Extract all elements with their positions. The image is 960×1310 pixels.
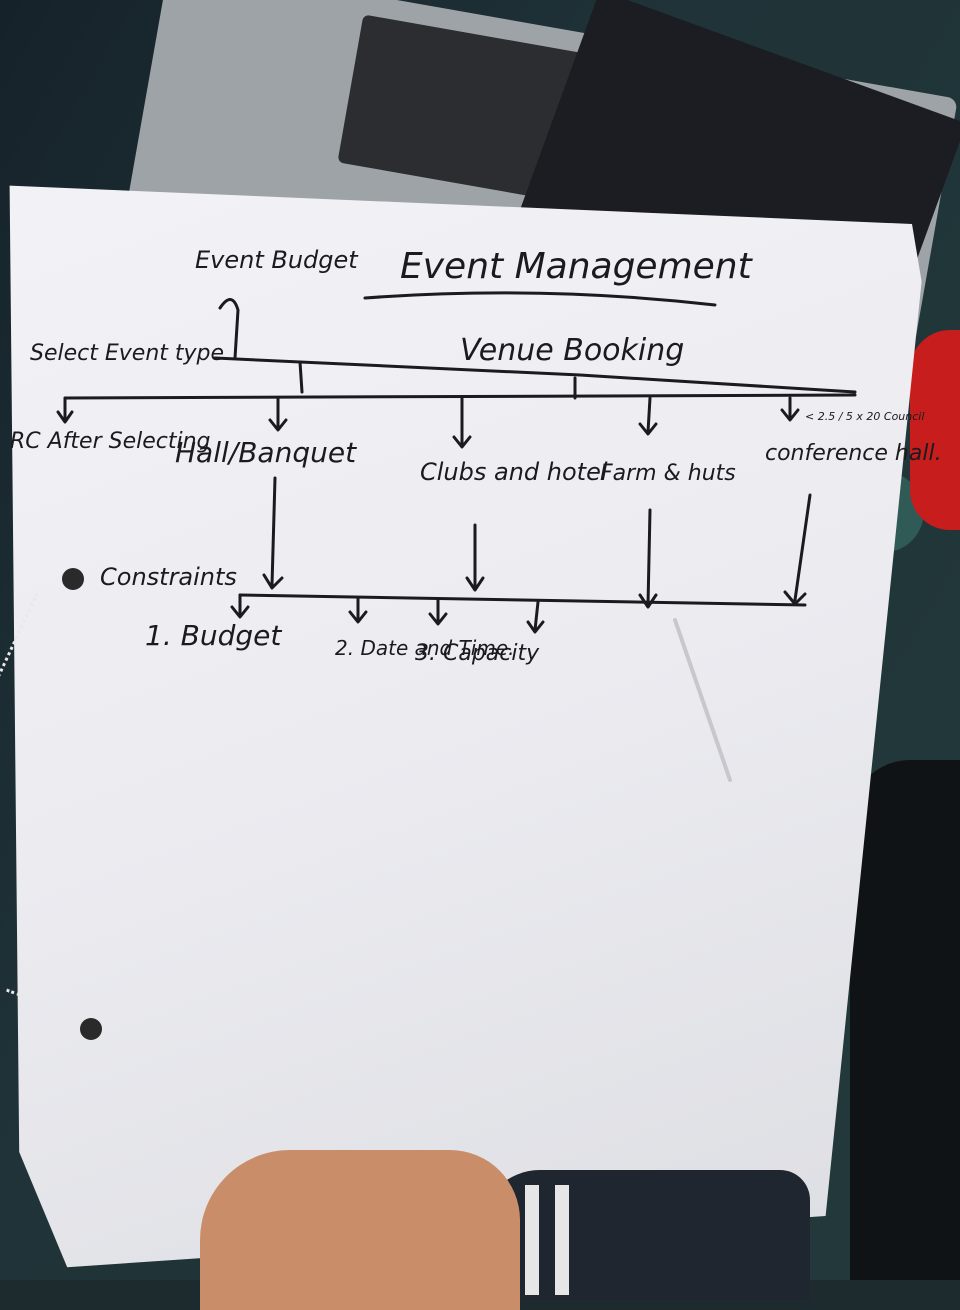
arrow-conference xyxy=(780,396,800,422)
arrow-farm-down xyxy=(638,508,658,609)
event-budget-label: Event Budget xyxy=(195,246,359,274)
farm-huts-label: Farm & huts xyxy=(600,461,736,486)
arrow-conference-down xyxy=(783,493,812,606)
arrow-hall-down xyxy=(262,476,284,590)
branch-stem xyxy=(298,360,304,394)
constraint-budget: 1. Budget xyxy=(145,619,282,652)
arrow-date xyxy=(348,596,368,624)
diagram-title: Event Management xyxy=(400,246,754,287)
hanging-ring xyxy=(80,1018,102,1040)
root-line xyxy=(213,356,857,394)
hanging-ring xyxy=(62,568,84,590)
clubs-hotel-label: Clubs and hotel xyxy=(420,458,608,486)
hall-banquet-label: Hall/Banquet xyxy=(175,436,357,469)
conference-note: < 2.5 / 5 x 20 Council xyxy=(805,410,924,423)
conference-hall-label: conference hall. xyxy=(765,441,942,466)
whiteboard xyxy=(9,185,922,1268)
dark-clothing xyxy=(850,760,960,1280)
select-event-type-label: Select Event type xyxy=(30,341,224,366)
arrow-extra xyxy=(526,600,545,634)
venue-booking-label: Venue Booking xyxy=(460,333,684,368)
hand xyxy=(200,1150,520,1310)
arrow-budget xyxy=(230,593,250,619)
branch-line xyxy=(63,393,857,400)
arrow-capacity xyxy=(428,598,448,626)
smudge xyxy=(673,618,732,782)
arrow-hall xyxy=(268,396,288,432)
constraints-bar xyxy=(238,593,807,607)
diagram-ink: Event Management Event Budget Select Eve… xyxy=(10,246,942,782)
sleeve-stripe xyxy=(555,1185,569,1295)
red-object xyxy=(910,330,960,530)
constraints-label: Constraints xyxy=(100,563,237,591)
constraint-capacity: 3. Capacity xyxy=(415,641,540,666)
constraint-date-time: 2. Date and Time. xyxy=(335,636,515,660)
budget-connector xyxy=(218,298,240,360)
title-underline xyxy=(363,291,717,307)
arrow-clubs-down xyxy=(465,523,485,592)
arrow-clubs xyxy=(452,396,472,449)
arrow-farm xyxy=(638,396,658,436)
rc-after-selecting-label: RC After Selecting xyxy=(10,429,211,454)
arrow-rc xyxy=(56,396,74,424)
sleeve-stripe xyxy=(525,1185,539,1295)
